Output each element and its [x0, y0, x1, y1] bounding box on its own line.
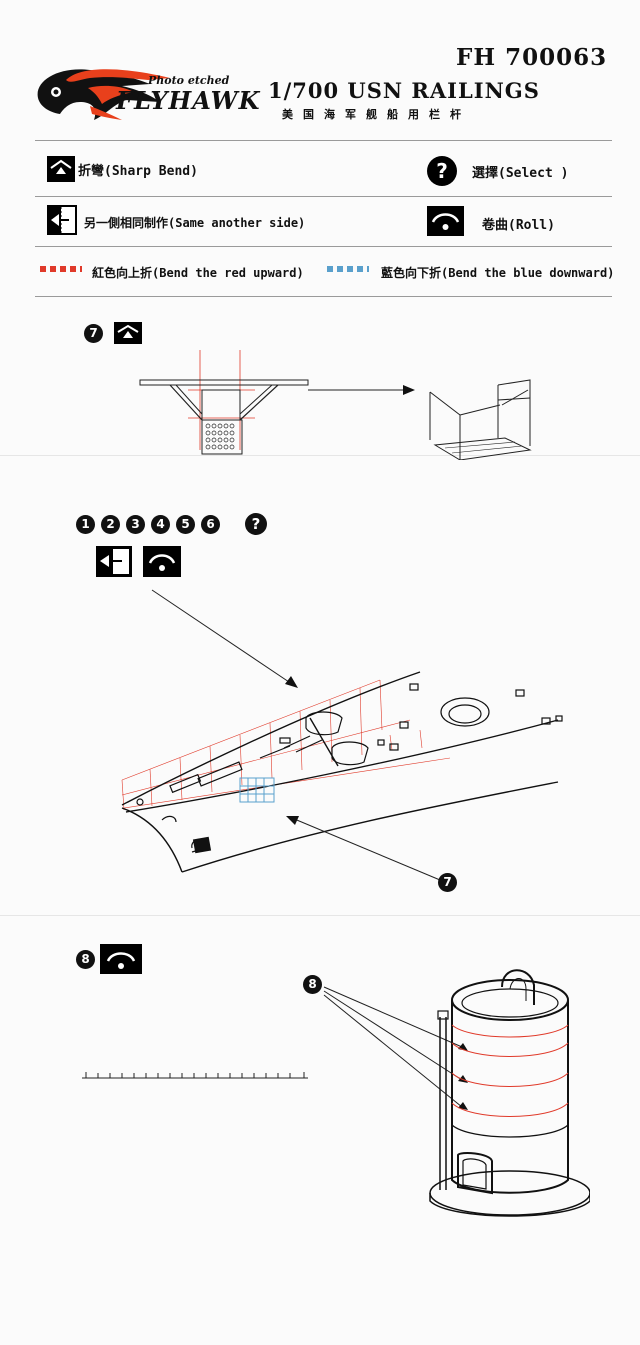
brand-name: FLYHAWK	[116, 86, 261, 115]
paper-fold	[0, 915, 640, 916]
same-other-side-icon	[47, 205, 77, 235]
divider	[35, 196, 612, 197]
roll-icon	[100, 944, 142, 974]
legend-sharp-bend: 折彎(Sharp Bend)	[78, 164, 198, 179]
same-other-side-icon	[96, 546, 132, 577]
callout-8-number: 8	[303, 975, 322, 994]
blue-dash-swatch	[327, 266, 369, 272]
step-4-number: 4	[151, 515, 170, 534]
legend-same-other-side: 另一側相同制作(Same another side)	[84, 216, 306, 230]
tower-diagram	[320, 965, 591, 1230]
step-1-number: 1	[76, 515, 95, 534]
brand-tagline: Photo etched	[148, 74, 230, 87]
roll-icon	[143, 546, 181, 577]
flyhawk-logo: Photo etched FLYHAWK	[30, 58, 259, 128]
legend-select: 選擇(Select )	[472, 166, 569, 181]
divider	[35, 246, 612, 247]
ship-bow-diagram	[110, 580, 580, 900]
legend-roll: 卷曲(Roll)	[482, 218, 555, 233]
divider	[35, 296, 612, 297]
legend-blue-downward: 藍色向下折(Bend the blue downward)	[381, 266, 615, 280]
step-2-number: 2	[101, 515, 120, 534]
roll-icon	[427, 206, 464, 236]
page-subtitle: 美国海军舰船用栏杆	[282, 108, 471, 121]
step-8-number: 8	[76, 950, 95, 969]
divider	[35, 140, 612, 141]
sharp-bend-icon	[47, 156, 75, 182]
step-5-number: 5	[176, 515, 195, 534]
step-3-number: 3	[126, 515, 145, 534]
railing-strip	[80, 1066, 310, 1079]
select-icon: ?	[245, 513, 267, 535]
paper-fold	[0, 455, 640, 456]
step-6-number: 6	[201, 515, 220, 534]
step-7-number: 7	[84, 324, 103, 343]
red-dash-swatch	[40, 266, 82, 272]
page-title: 1/700 USN RAILINGS	[268, 78, 540, 103]
select-icon: ?	[427, 156, 457, 186]
step-7-diagram	[130, 350, 550, 461]
legend-red-upward: 紅色向上折(Bend the red upward)	[92, 266, 304, 280]
callout-7-number: 7	[438, 873, 457, 892]
sharp-bend-icon	[114, 322, 142, 344]
product-code: FH 700063	[456, 44, 608, 71]
